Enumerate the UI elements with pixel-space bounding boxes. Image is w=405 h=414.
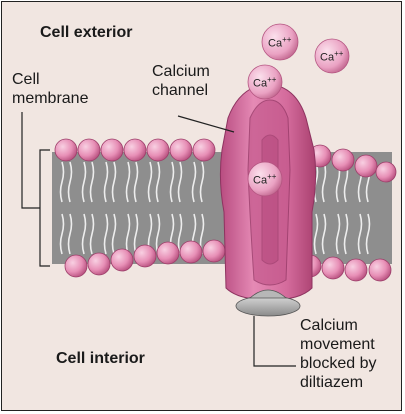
calcium-ion-label: Ca++ (253, 172, 276, 187)
cell-interior-label: Cell interior (56, 350, 145, 368)
calcium-ion-label: Ca++ (253, 75, 276, 90)
blocked-line-4: diltiazem (300, 373, 377, 392)
calcium-channel-line-2: channel (152, 81, 210, 100)
calcium-channel-line-1: Calcium (152, 62, 210, 81)
blocked-line-1: Calcium (300, 316, 377, 335)
cell-exterior-label: Cell exterior (40, 24, 132, 42)
cell-membrane-label: Cell membrane (12, 70, 88, 108)
blocked-line-3: blocked by (300, 354, 377, 373)
calcium-ion-label: Ca++ (268, 35, 291, 50)
cell-membrane-line-1: Cell (12, 70, 88, 89)
cell-membrane-line-2: membrane (12, 89, 88, 108)
blocked-by-diltiazem-label: Calcium movement blocked by diltiazem (300, 316, 377, 392)
calcium-channel-label: Calcium channel (152, 62, 210, 100)
blocked-line-2: movement (300, 335, 377, 354)
calcium-ion-label: Ca++ (320, 49, 343, 64)
